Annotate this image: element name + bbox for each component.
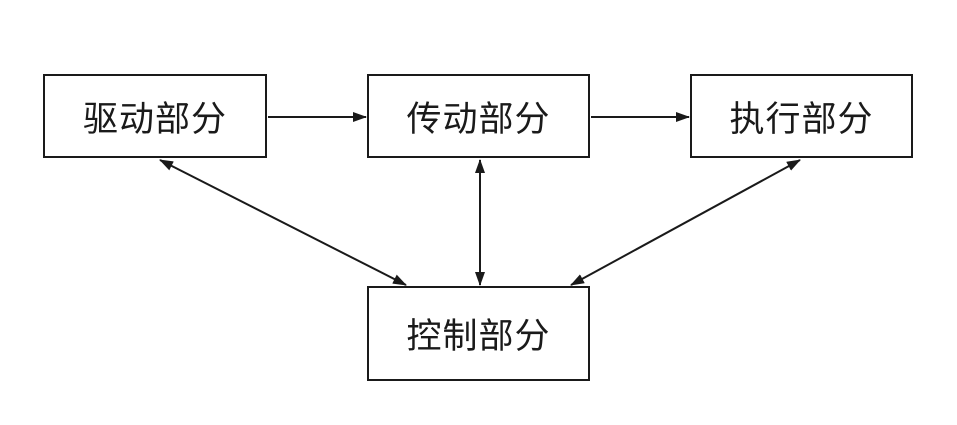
node-control-label: 控制部分 <box>406 317 551 357</box>
node-transmission: 传动部分 <box>367 74 590 158</box>
edge-execution-control <box>570 159 801 286</box>
node-execution-label: 执行部分 <box>729 99 874 140</box>
node-drive: 驱动部分 <box>43 74 267 158</box>
edge-drive-control <box>159 159 407 286</box>
node-drive-label: 驱动部分 <box>82 99 227 140</box>
node-transmission-label: 传动部分 <box>406 99 551 140</box>
node-execution: 执行部分 <box>690 74 913 158</box>
node-control: 控制部分 <box>367 286 590 381</box>
